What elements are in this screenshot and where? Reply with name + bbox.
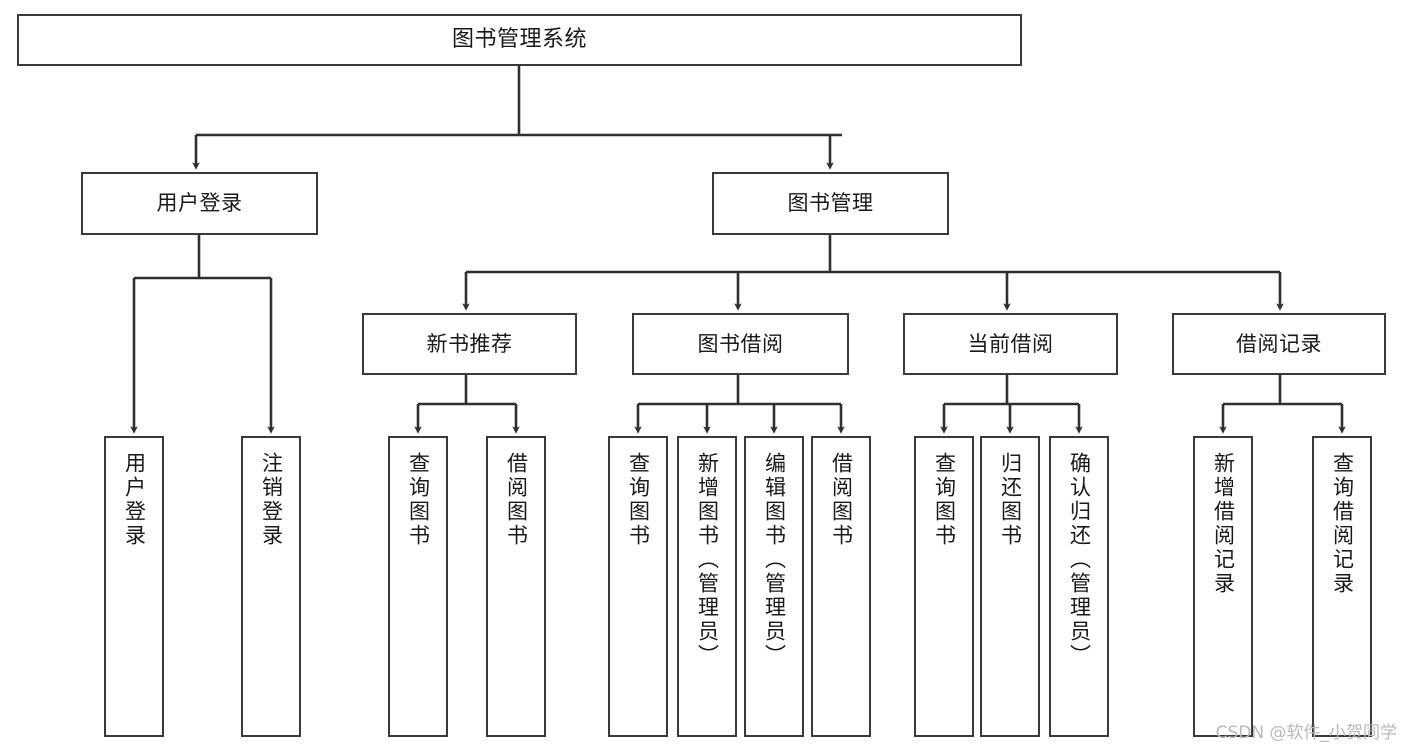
leaf-current-borrow-return[interactable]: 归还图书 <box>980 436 1040 737</box>
csdn-watermark: CSDN @软件_小贺同学 <box>1215 723 1397 743</box>
leaf-new-book-borrow[interactable]: 借阅图书 <box>486 436 546 737</box>
node-book-borrowing[interactable]: 图书借阅 <box>632 313 849 375</box>
node-label: 新书推荐 <box>426 331 513 356</box>
leaf-current-borrow-confirm-return-admin[interactable]: 确认归还（管理员） <box>1049 436 1109 737</box>
leaf-new-book-query[interactable]: 查询图书 <box>388 436 448 737</box>
node-label: 图书管理系统 <box>451 27 587 53</box>
node-label: 新增借阅记录 <box>1211 452 1236 596</box>
node-label: 用户登录 <box>156 191 243 216</box>
node-label: 确认归还（管理员） <box>1067 452 1092 668</box>
leaf-borrow-record-query[interactable]: 查询借阅记录 <box>1312 436 1372 737</box>
node-book-management[interactable]: 图书管理 <box>712 172 949 235</box>
leaf-book-borrow-borrow-book[interactable]: 借阅图书 <box>811 436 871 737</box>
node-label: 借阅记录 <box>1236 331 1322 356</box>
node-user-login[interactable]: 用户登录 <box>81 172 318 235</box>
leaf-borrow-record-add[interactable]: 新增借阅记录 <box>1193 436 1253 737</box>
node-label: 图书管理 <box>787 191 874 216</box>
node-new-book-recommendation[interactable]: 新书推荐 <box>362 313 577 375</box>
node-label: 查询图书 <box>406 452 431 548</box>
node-label: 借阅图书 <box>504 452 529 548</box>
node-root-book-management-system[interactable]: 图书管理系统 <box>17 14 1022 66</box>
node-label: 图书借阅 <box>697 331 784 356</box>
leaf-book-borrow-edit-book-admin[interactable]: 编辑图书（管理员） <box>744 436 804 737</box>
node-label: 编辑图书（管理员） <box>762 452 787 668</box>
node-label: 查询借阅记录 <box>1330 452 1355 596</box>
node-label: 查询图书 <box>932 452 957 548</box>
node-label: 借阅图书 <box>829 452 854 548</box>
node-borrowing-record[interactable]: 借阅记录 <box>1172 313 1386 375</box>
node-label: 当前借阅 <box>967 331 1054 356</box>
leaf-current-borrow-query[interactable]: 查询图书 <box>914 436 974 737</box>
node-label: 用户登录 <box>122 452 147 548</box>
leaf-book-borrow-add-book-admin[interactable]: 新增图书（管理员） <box>677 436 737 737</box>
leaf-user-login-logout[interactable]: 注销登录 <box>241 436 301 737</box>
leaf-user-login-login[interactable]: 用户登录 <box>104 436 164 737</box>
node-label: 查询图书 <box>626 452 651 548</box>
node-label: 注销登录 <box>259 452 284 548</box>
node-label: 新增图书（管理员） <box>695 452 720 668</box>
node-current-borrowing[interactable]: 当前借阅 <box>903 313 1118 375</box>
node-label: 归还图书 <box>998 452 1023 548</box>
leaf-book-borrow-query[interactable]: 查询图书 <box>608 436 668 737</box>
